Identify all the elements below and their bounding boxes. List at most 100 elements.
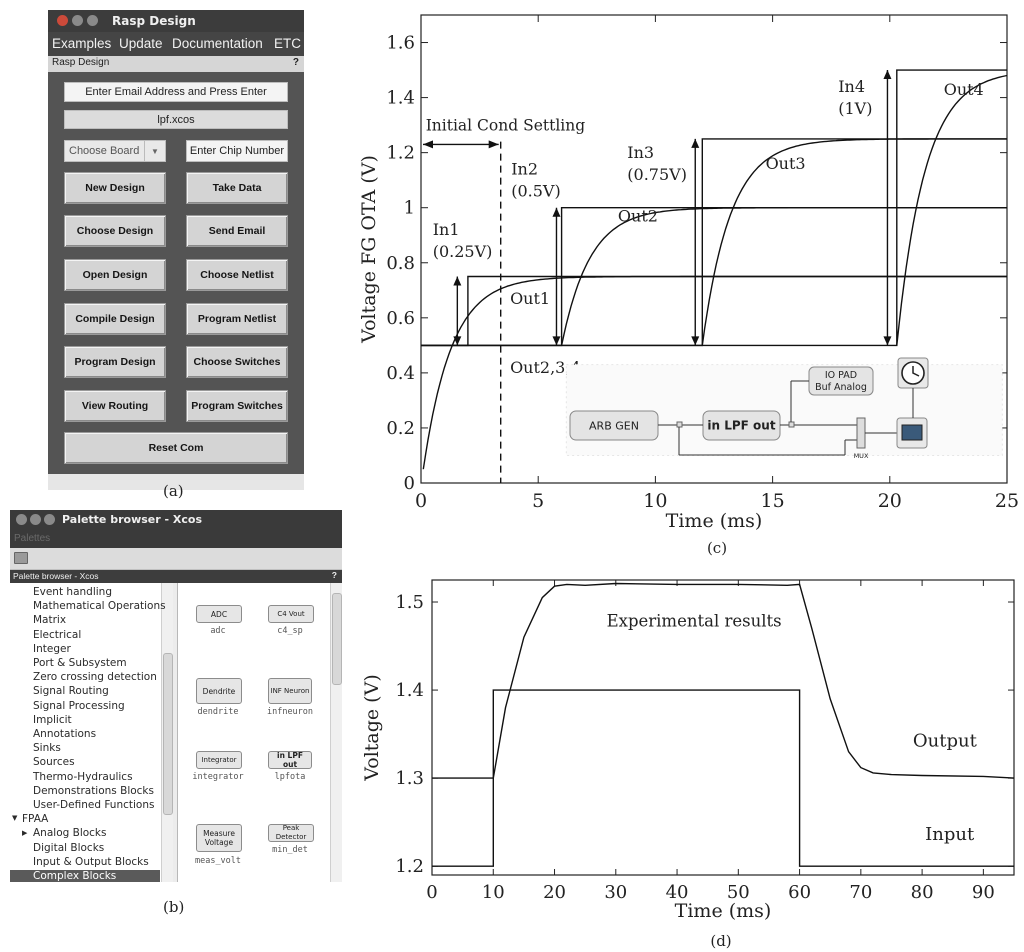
x-tick-label: 0: [415, 490, 427, 512]
tree-scrollbar-thumb[interactable]: [163, 653, 173, 815]
palette-block-icon[interactable]: in LPF out: [268, 751, 312, 769]
tree-item[interactable]: Zero crossing detection: [33, 671, 157, 684]
io-pad-sub-label: Buf Analog: [815, 382, 867, 393]
help-icon[interactable]: ?: [331, 570, 337, 580]
tree-item[interactable]: Annotations: [33, 728, 97, 740]
y-tick-label: 0.2: [386, 418, 415, 439]
maximize-icon[interactable]: [44, 514, 55, 525]
file-name-field[interactable]: lpf.xcos: [64, 110, 288, 129]
tree-item[interactable]: Mathematical Operations: [33, 600, 166, 613]
view-routing-button[interactable]: View Routing: [64, 390, 166, 422]
tree-item[interactable]: Signal Routing: [33, 685, 109, 698]
plot-frame: [420, 14, 1008, 484]
tree-item[interactable]: Event handling: [33, 586, 112, 598]
folder-icon[interactable]: [14, 552, 28, 564]
compile-design-button[interactable]: Compile Design: [64, 303, 166, 335]
close-icon[interactable]: [57, 15, 68, 26]
tree-item[interactable]: Analog Blocks: [33, 827, 107, 840]
step-arrow-3-head: [691, 138, 700, 148]
choose-netlist-button[interactable]: Choose Netlist: [186, 259, 288, 291]
menu-update[interactable]: Update: [119, 36, 163, 51]
panel-subtitle: Rasp Design: [52, 57, 110, 68]
tree-item-fpaa[interactable]: FPAA: [22, 813, 49, 826]
chevron-down-icon[interactable]: ▼: [144, 141, 165, 161]
palette-block-icon[interactable]: Peak Detector: [268, 824, 314, 842]
tree-item[interactable]: Input & Output Blocks: [33, 855, 149, 868]
tree-item[interactable]: Electrical: [33, 628, 82, 641]
y-tick-label: 1: [404, 198, 415, 219]
palette-scrollbar[interactable]: [330, 583, 342, 882]
maximize-icon[interactable]: [87, 15, 98, 26]
menu-etc[interactable]: ETC: [274, 36, 301, 51]
program-design-button[interactable]: Program Design: [64, 346, 166, 378]
input-label-3: In3: [627, 143, 654, 162]
tree-item[interactable]: Sinks: [33, 742, 61, 755]
tree-item[interactable]: Integer: [33, 642, 71, 655]
split-point: [676, 421, 683, 428]
program-netlist-button[interactable]: Program Netlist: [186, 303, 288, 335]
y-tick-label: 1.3: [395, 768, 424, 789]
x-tick-label: 5: [532, 490, 544, 512]
palette-scrollbar-thumb[interactable]: [332, 593, 342, 685]
tree-item[interactable]: Matrix: [33, 614, 67, 627]
tree-item[interactable]: Thermo-Hydraulics: [33, 770, 133, 783]
menu-examples[interactable]: Examples: [52, 36, 112, 51]
x-axis-label: Time (ms): [666, 510, 763, 532]
palette-block-icon[interactable]: ADC: [196, 605, 242, 623]
caption-a: (a): [163, 482, 184, 500]
menu-bar: Examples Update Documentation ETC: [48, 32, 304, 56]
mux-block: [856, 417, 866, 449]
tree-item[interactable]: Complex Blocks: [10, 870, 160, 882]
open-design-button[interactable]: Open Design: [64, 259, 166, 291]
rasp-design-window: Rasp Design Examples Update Documentatio…: [48, 10, 304, 490]
input-sub-label-4: (1V): [838, 99, 872, 118]
help-icon[interactable]: ?: [292, 57, 299, 68]
tree-item[interactable]: Implicit: [33, 713, 72, 726]
choose-switches-button[interactable]: Choose Switches: [186, 346, 288, 378]
tree-scrollbar[interactable]: [161, 583, 173, 882]
legend-output: Output: [913, 730, 978, 751]
chip-number-input[interactable]: Enter Chip Number: [186, 140, 288, 162]
palette-block-icon[interactable]: Integrator: [196, 751, 242, 769]
status-bar: [48, 474, 304, 490]
tree-item[interactable]: User-Defined Functions: [33, 799, 155, 811]
output-label-2: Out2: [618, 206, 658, 225]
reset-com-button[interactable]: Reset Com: [64, 432, 288, 464]
out234-label: Out2,3,4: [510, 358, 581, 377]
collapse-arrow-icon[interactable]: ▶: [22, 829, 28, 838]
tree-item[interactable]: Port & Subsystem: [33, 657, 127, 669]
menu-documentation[interactable]: Documentation: [172, 36, 263, 51]
settling-label: Initial Cond Settling: [426, 117, 586, 135]
input-label-1: In1: [433, 220, 460, 239]
palette-block-label: dendrite: [197, 707, 239, 717]
x-tick-label: 0: [426, 882, 437, 903]
expand-arrow-icon[interactable]: ▼: [12, 814, 18, 823]
take-data-button[interactable]: Take Data: [186, 172, 288, 204]
email-input[interactable]: Enter Email Address and Press Enter: [64, 82, 288, 102]
send-email-button[interactable]: Send Email: [186, 215, 288, 247]
board-select[interactable]: Choose Board ▼: [64, 140, 166, 162]
palette-block-icon[interactable]: Dendrite: [196, 678, 242, 704]
palette-block-icon[interactable]: Measure Voltage: [196, 824, 242, 852]
minimize-icon[interactable]: [30, 514, 41, 525]
tree-item[interactable]: Digital Blocks: [33, 841, 105, 854]
palette-block-icon[interactable]: C4 Vout: [268, 605, 314, 623]
series-output: [432, 582, 1015, 779]
program-switches-button[interactable]: Program Switches: [186, 390, 288, 422]
close-icon[interactable]: [16, 514, 27, 525]
choose-design-button[interactable]: Choose Design: [64, 215, 166, 247]
minimize-icon[interactable]: [72, 15, 83, 26]
palette-block-icon[interactable]: INF Neuron: [268, 678, 312, 704]
y-axis-label: Voltage FG OTA (V): [358, 155, 380, 344]
new-design-button[interactable]: New Design: [64, 172, 166, 204]
tree-item[interactable]: Signal Processing: [33, 699, 125, 712]
tree-item[interactable]: Sources: [33, 756, 75, 769]
output-curve-2: [560, 207, 1007, 346]
palette-block-label: adc: [210, 626, 226, 636]
y-tick-label: 1.5: [395, 592, 424, 613]
menu-palettes[interactable]: Palettes: [14, 533, 51, 544]
step-arrow-4-head: [883, 70, 892, 80]
tree-item[interactable]: Demonstrations Blocks: [33, 784, 154, 797]
output-curve-1: [422, 275, 1007, 470]
